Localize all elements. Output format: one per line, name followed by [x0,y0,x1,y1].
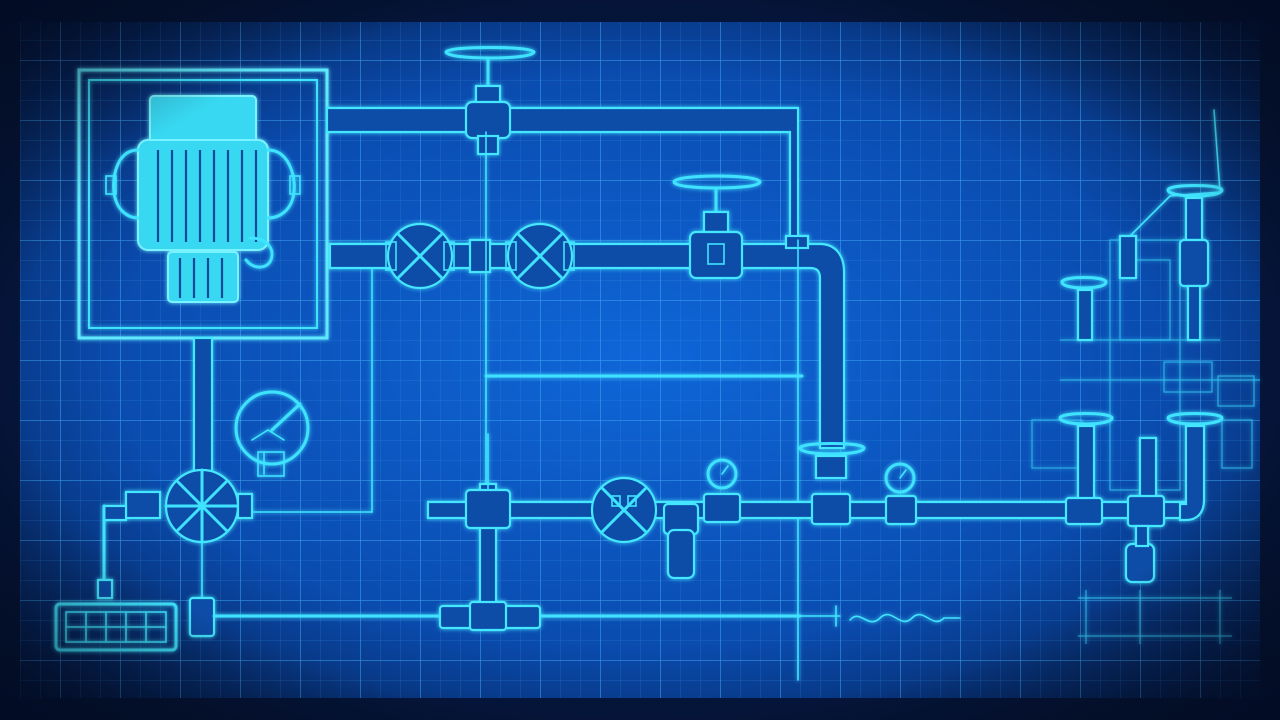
vignette [0,0,1280,720]
piping-diagram [0,0,1280,720]
